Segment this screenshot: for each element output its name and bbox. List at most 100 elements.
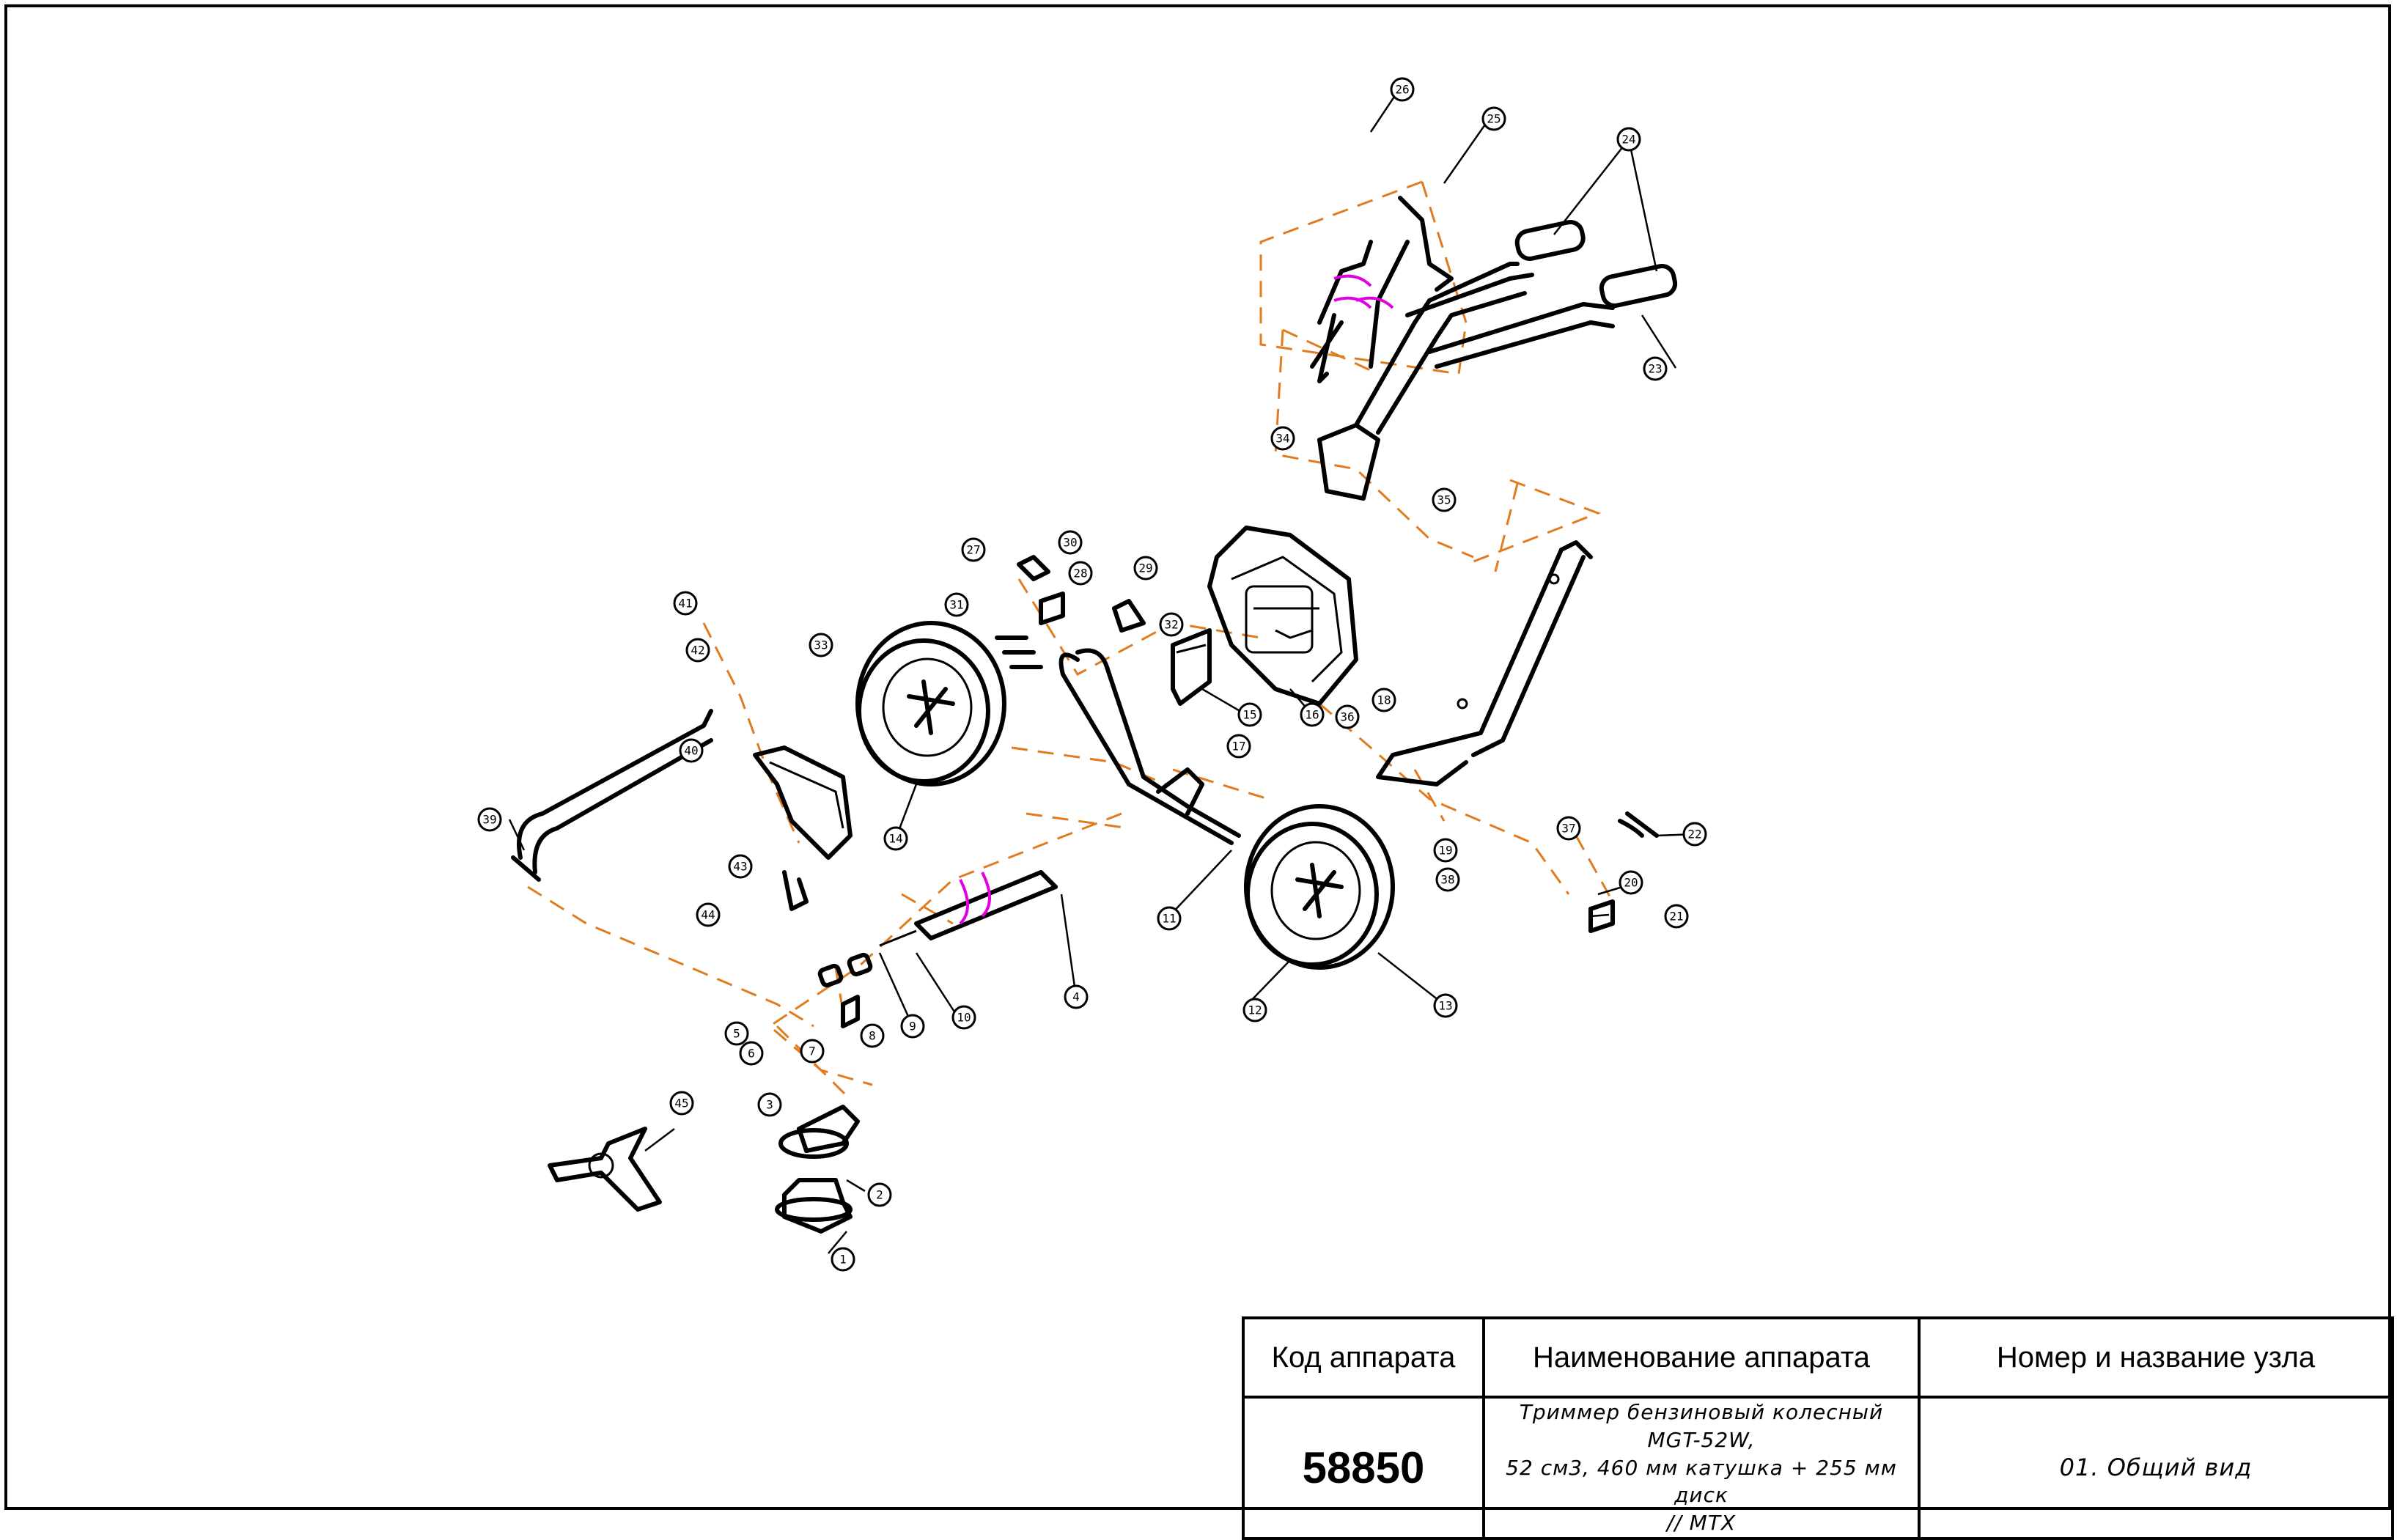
node-name: 01. Общий вид <box>1918 1396 2394 1540</box>
svg-text:3: 3 <box>766 1098 773 1112</box>
callout-31: 31 <box>944 592 969 617</box>
svg-text:21: 21 <box>1669 910 1683 924</box>
callout-44: 44 <box>696 902 721 927</box>
callout-23: 23 <box>1643 356 1668 381</box>
svg-text:44: 44 <box>701 908 715 922</box>
callout-29: 29 <box>1133 556 1158 581</box>
callout-28: 28 <box>1068 561 1093 586</box>
svg-text:5: 5 <box>733 1027 740 1041</box>
assembly-lines <box>527 180 1614 1101</box>
callout-12: 12 <box>1242 998 1267 1023</box>
svg-text:45: 45 <box>674 1097 688 1110</box>
svg-text:31: 31 <box>949 598 963 612</box>
callout-16: 16 <box>1300 702 1325 727</box>
svg-text:40: 40 <box>684 744 698 758</box>
svg-text:15: 15 <box>1242 708 1256 722</box>
callout-3: 3 <box>757 1092 782 1117</box>
svg-text:13: 13 <box>1438 999 1452 1013</box>
callout-balloons: 1 2 3 4 5 6 7 8 9 10 11 12 13 14 15 16 1… <box>477 77 1707 1272</box>
callout-42: 42 <box>685 638 710 663</box>
callout-38: 38 <box>1435 867 1460 892</box>
device-code: 58850 <box>1242 1396 1485 1540</box>
callout-25: 25 <box>1481 106 1506 131</box>
svg-text:6: 6 <box>748 1047 755 1061</box>
svg-text:18: 18 <box>1377 693 1391 707</box>
callout-39: 39 <box>477 807 502 832</box>
callout-20: 20 <box>1619 870 1643 895</box>
callout-6: 6 <box>739 1041 764 1066</box>
handlebar-assembly <box>1317 220 1678 501</box>
svg-text:43: 43 <box>733 860 747 874</box>
svg-text:34: 34 <box>1275 432 1289 446</box>
guard <box>753 745 853 911</box>
callout-26: 26 <box>1390 77 1415 102</box>
throttle-lever <box>1310 196 1454 383</box>
callout-4: 4 <box>1064 984 1089 1009</box>
callout-17: 17 <box>1226 734 1251 759</box>
svg-text:35: 35 <box>1437 493 1451 507</box>
callout-30: 30 <box>1058 530 1083 555</box>
callout-1: 1 <box>831 1247 855 1272</box>
svg-text:42: 42 <box>691 644 704 657</box>
callout-27: 27 <box>961 537 986 562</box>
callout-21: 21 <box>1664 904 1689 929</box>
svg-text:41: 41 <box>678 597 692 611</box>
svg-text:36: 36 <box>1340 710 1354 724</box>
callout-18: 18 <box>1371 688 1396 712</box>
svg-text:11: 11 <box>1162 912 1176 926</box>
device-name: Триммер бензиновый колесный MGT-52W, 52 … <box>1482 1396 1921 1540</box>
callout-7: 7 <box>800 1039 825 1064</box>
svg-text:27: 27 <box>966 543 980 557</box>
callout-35: 35 <box>1432 487 1457 512</box>
svg-text:12: 12 <box>1248 1003 1262 1017</box>
svg-text:29: 29 <box>1138 561 1152 575</box>
callout-10: 10 <box>951 1005 976 1030</box>
svg-text:10: 10 <box>957 1011 971 1025</box>
svg-text:20: 20 <box>1624 876 1638 890</box>
svg-text:37: 37 <box>1561 822 1575 836</box>
callout-19: 19 <box>1433 838 1458 863</box>
callout-34: 34 <box>1270 426 1295 451</box>
callout-8: 8 <box>860 1023 885 1048</box>
svg-text:8: 8 <box>869 1029 876 1043</box>
svg-text:4: 4 <box>1072 990 1080 1004</box>
device-name-line-2: 52 см3, 460 мм катушка + 255 мм диск <box>1506 1455 1897 1508</box>
bumper-bar <box>511 709 713 882</box>
callout-2: 2 <box>867 1182 892 1207</box>
engine <box>1171 526 1358 706</box>
svg-text:1: 1 <box>839 1253 847 1267</box>
svg-text:17: 17 <box>1231 740 1245 754</box>
svg-text:26: 26 <box>1395 83 1409 97</box>
callout-43: 43 <box>728 854 753 879</box>
callout-32: 32 <box>1159 612 1184 637</box>
cutting-head <box>548 1105 860 1234</box>
svg-text:2: 2 <box>876 1188 883 1202</box>
drive-shaft <box>817 870 1058 988</box>
svg-text:19: 19 <box>1438 844 1452 858</box>
svg-text:14: 14 <box>888 832 902 846</box>
callout-33: 33 <box>809 633 833 657</box>
right-wheel <box>1244 804 1395 970</box>
main-frame <box>1376 540 1593 786</box>
callout-14: 14 <box>883 826 908 851</box>
svg-text:25: 25 <box>1487 112 1501 126</box>
brackets <box>841 555 1659 1028</box>
callout-36: 36 <box>1335 704 1360 729</box>
svg-text:33: 33 <box>814 638 828 652</box>
front-frame <box>1058 648 1241 845</box>
svg-text:28: 28 <box>1073 567 1087 581</box>
callout-5: 5 <box>724 1021 749 1046</box>
svg-text:38: 38 <box>1440 873 1454 887</box>
device-name-line-1: Триммер бензиновый колесный MGT-52W, <box>1519 1400 1884 1452</box>
title-block: Код аппарата Наименование аппарата Номер… <box>1242 1316 2394 1540</box>
svg-text:7: 7 <box>809 1045 816 1058</box>
callout-45: 45 <box>669 1091 694 1116</box>
svg-text:22: 22 <box>1687 828 1701 841</box>
device-name-line-3: // MTX <box>1666 1511 1737 1536</box>
svg-text:16: 16 <box>1305 708 1319 722</box>
drawing-frame <box>4 4 2391 1510</box>
svg-text:39: 39 <box>482 813 496 827</box>
callout-40: 40 <box>679 738 704 763</box>
callout-22: 22 <box>1682 822 1707 847</box>
